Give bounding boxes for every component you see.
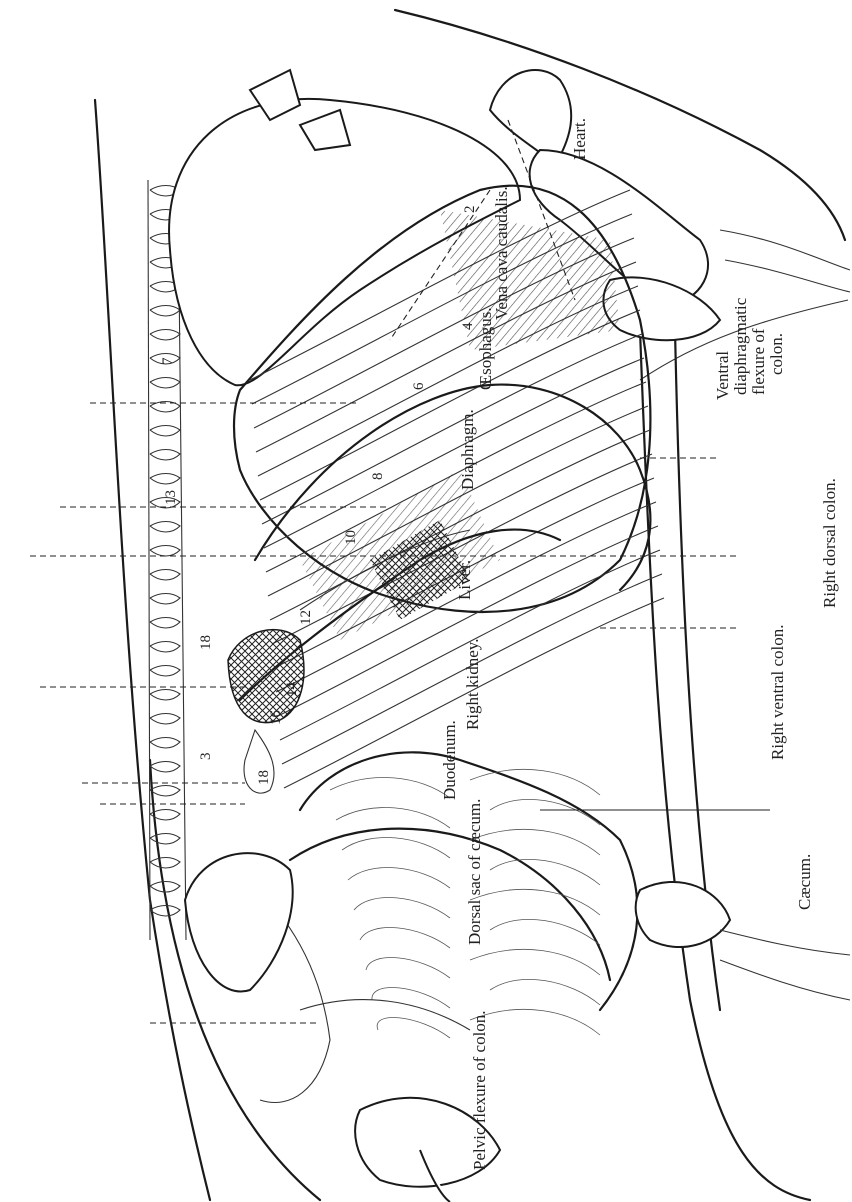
rib-number-18: 18 (256, 770, 272, 785)
vertebra (150, 450, 180, 461)
vertebra (150, 834, 180, 845)
vertebra-number-13: 13 (163, 490, 179, 505)
vertebra (150, 690, 180, 701)
colon-sacculation (470, 889, 600, 915)
vertebra (150, 378, 180, 389)
vertebra (150, 666, 180, 677)
vertebra (150, 906, 180, 917)
rib-number-2: 2 (462, 206, 478, 214)
colon-sacculation (366, 958, 450, 978)
label-right-ventral-colon: Right ventral colon. (768, 624, 787, 760)
vertebra (150, 306, 180, 317)
rib-number-6: 6 (411, 382, 427, 390)
label-right-kidney: Right kidney. (463, 639, 482, 730)
vertebra (150, 618, 180, 629)
colon-sacculation (470, 949, 600, 975)
pelvis (185, 853, 850, 1202)
rib-number-8: 8 (370, 473, 386, 481)
label-liver: Liver. (455, 560, 474, 600)
vertebra (150, 522, 180, 533)
rib-number-12: 12 (298, 610, 314, 625)
vertebra (150, 642, 180, 653)
vertebra (150, 738, 180, 749)
label-dorsal-sac-of-caecum: Dorsal sac of cæcum. (465, 799, 484, 945)
right-kidney (228, 630, 304, 794)
rib-number-14: 14 (284, 682, 300, 698)
colon-sacculation (470, 829, 600, 855)
colon-sacculation (470, 1009, 600, 1035)
label-ventral-diaphragmatic-flexure-line4: colon. (767, 333, 786, 375)
rib (260, 310, 640, 500)
colon-sacculation (490, 859, 600, 885)
rib-number-4: 4 (460, 322, 476, 330)
vertebra (150, 546, 180, 557)
rib-number-10: 10 (343, 530, 359, 545)
colon-sacculation (490, 979, 600, 1005)
vertebra (150, 762, 180, 773)
colon-sacculation (342, 838, 450, 858)
label-ventral-diaphragmatic-flexure-line1: Ventral (713, 351, 732, 400)
label-ventral-diaphragmatic-flexure-line3: flexure of (749, 328, 768, 395)
label-pelvic-flexure-of-colon: Pelvic flexure of colon. (470, 1010, 489, 1170)
colon-sacculation (336, 808, 450, 828)
label-vena-cava-caudalis: Vena cava caudalis. (492, 186, 511, 320)
colon-sacculation (377, 1018, 450, 1038)
vertebra (150, 714, 180, 725)
vertebra (150, 426, 180, 437)
colon-sacculation (470, 769, 600, 795)
label-oesophagus: Œsophagus. (476, 307, 495, 390)
vertebra-number-18: 18 (198, 635, 214, 650)
colon-sacculation (330, 778, 450, 798)
label-ventral-diaphragmatic-flexure-line2: diaphragmatic (731, 297, 750, 395)
colon-sacculation (348, 868, 450, 888)
vertebra (150, 570, 180, 581)
intestinal-mass (230, 752, 637, 1102)
vertebra (150, 330, 180, 341)
vertebra-number-3: 3 (198, 753, 214, 761)
rib-number-16: 16 (268, 710, 284, 726)
vertebra-number-7: 7 (160, 357, 176, 365)
colon-sacculation (490, 919, 600, 945)
label-right-dorsal-colon: Right dorsal colon. (820, 478, 839, 608)
label-caecum: Cæcum. (795, 854, 814, 910)
label-heart: Heart. (570, 118, 589, 160)
colon-sacculation (360, 928, 450, 948)
vertebra (150, 786, 180, 797)
vertebra (150, 594, 180, 605)
vertebra (150, 474, 180, 485)
label-duodenum: Duodenum. (440, 720, 459, 800)
vertebra (150, 858, 180, 869)
label-diaphragm: Diaphragm. (458, 409, 477, 490)
colon-sacculation (354, 898, 450, 918)
